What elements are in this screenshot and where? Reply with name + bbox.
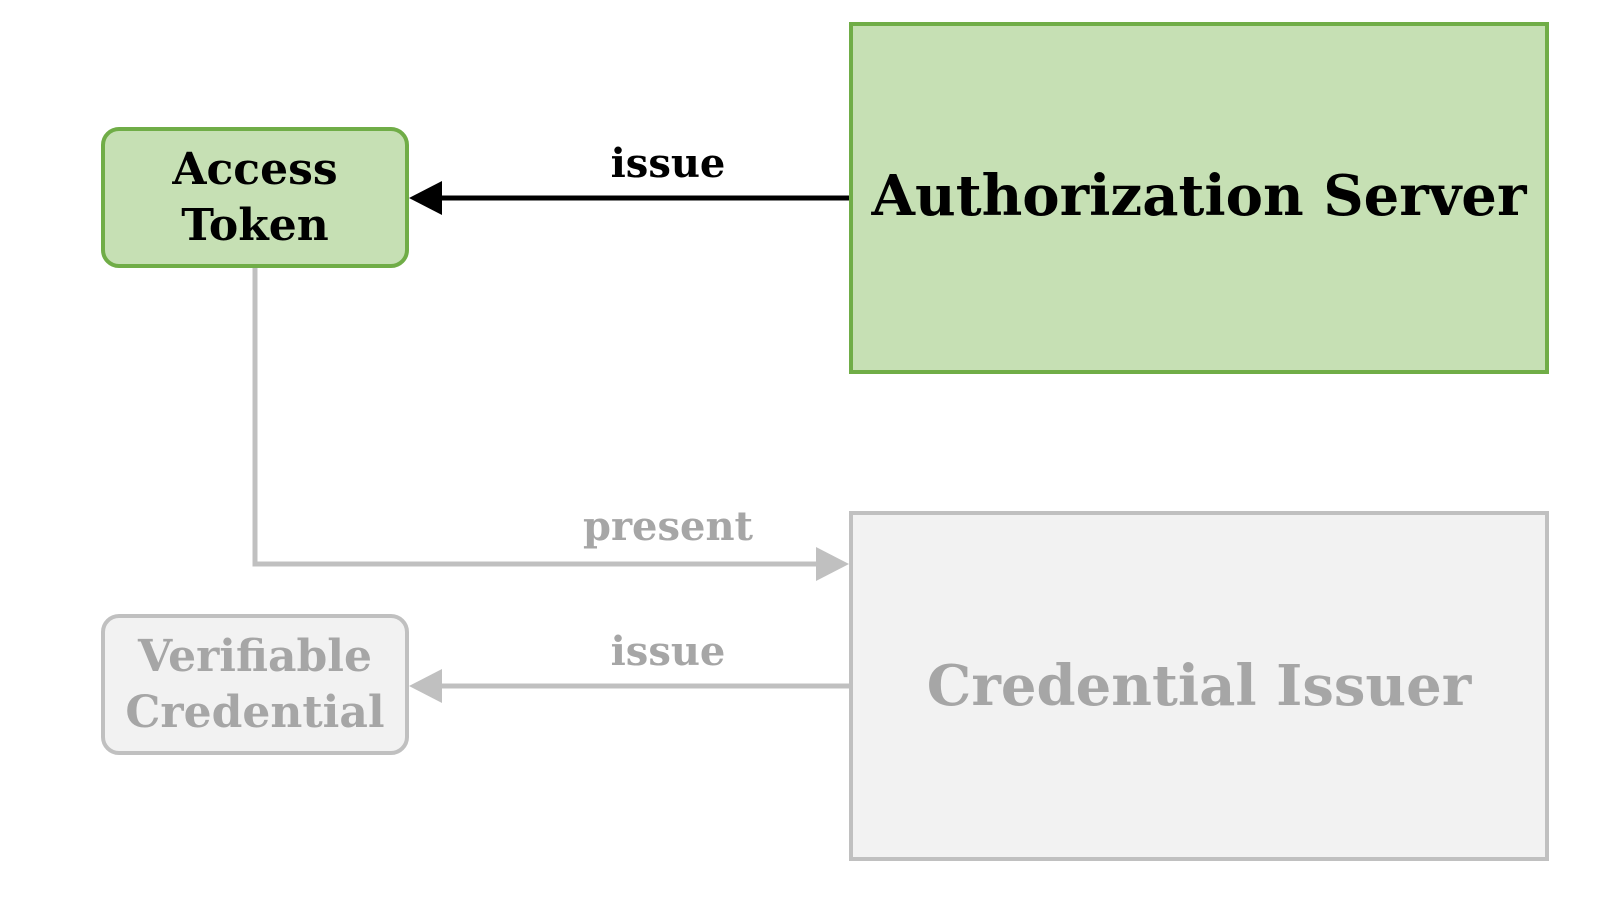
issue-credential-arrowhead [409,669,442,703]
present-edge-label: present [582,503,754,550]
issue-token-edge-label: issue [610,140,726,187]
issue-token-arrowhead [409,181,442,215]
verifiable-credential-label-line1: Verifiable [138,630,372,682]
authorization-server-label: Authorization Server [871,163,1527,229]
issue-credential-edge-label: issue [610,628,726,675]
access-token-label-line1: Access [172,143,338,195]
authorization-server-node: Authorization Server [849,22,1549,374]
present-arrowhead [816,547,849,581]
credential-issuer-node: Credential Issuer [849,511,1549,861]
verifiable-credential-label-line2: Credential [125,686,385,738]
credential-issuer-label: Credential Issuer [926,653,1472,719]
access-token-label-line2: Token [181,199,329,251]
access-token-node: Access Token [101,127,409,268]
present-arrow-line [252,268,818,567]
verifiable-credential-node: Verifiable Credential [101,614,409,755]
